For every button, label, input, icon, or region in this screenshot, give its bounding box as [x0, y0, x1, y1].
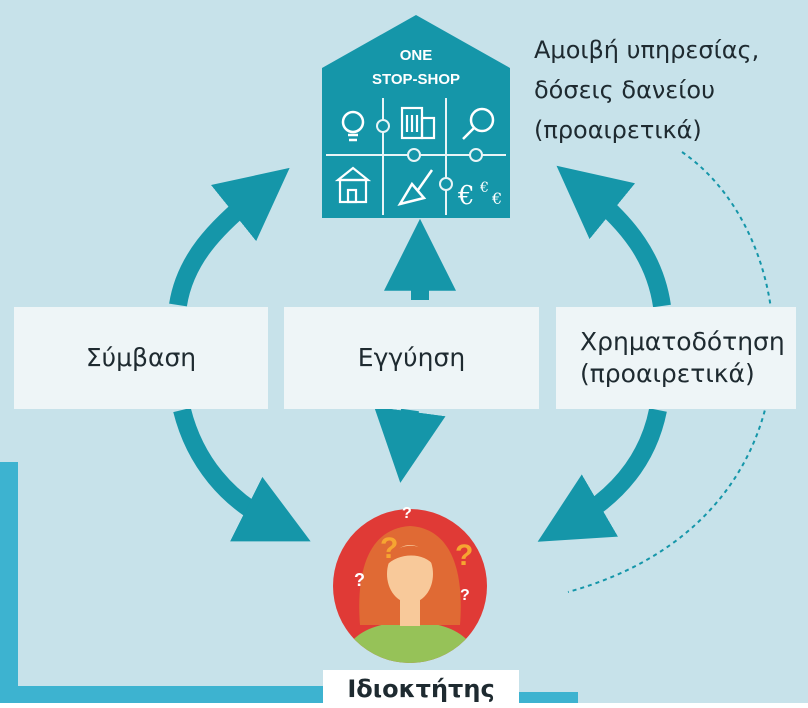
guarantee-panel: Εγγύηση: [284, 307, 539, 409]
lightbulb-icon: [341, 110, 365, 142]
svg-text:?: ?: [402, 505, 412, 522]
arrow-right-up: [556, 165, 671, 308]
financing-label-line2: (προαιρετικά): [580, 359, 755, 388]
svg-text:?: ?: [380, 532, 398, 565]
svg-text:?: ?: [455, 539, 473, 572]
euro-icon: € € €: [457, 180, 502, 211]
house-icon: [334, 166, 372, 204]
service-fee-note: Αμοιβή υπηρεσίας, δόσεις δανείου (προαιρ…: [534, 30, 804, 150]
owner-label: Ιδιοκτήτης: [323, 670, 519, 708]
office-building-icon: [400, 106, 436, 140]
house-line1: ONE: [400, 47, 433, 64]
trowel-icon: [397, 169, 434, 206]
svg-text:?: ?: [460, 587, 470, 604]
arrow-center-down: [374, 406, 446, 483]
svg-text:?: ?: [354, 570, 365, 590]
contract-panel: Σύμβαση: [14, 307, 268, 409]
financing-label-line1: Χρηματοδότηση: [580, 327, 785, 356]
service-fee-line1: Αμοιβή υπηρεσίας,: [534, 36, 760, 64]
svg-text:€: €: [479, 180, 489, 196]
house-line2: STOP-SHOP: [372, 71, 460, 88]
service-fee-line3: (προαιρετικά): [534, 116, 702, 144]
one-stop-shop-house-icon: ONE STOP-SHOP: [322, 15, 510, 218]
arrow-right-down: [537, 408, 667, 542]
left-accent-strip: [0, 462, 18, 708]
svg-text:€: €: [457, 181, 475, 211]
financing-panel: Χρηματοδότηση (προαιρετικά): [556, 307, 796, 409]
arrow-left-down: [173, 407, 311, 542]
arrows: [169, 165, 671, 542]
service-fee-line2: δόσεις δανείου: [534, 76, 715, 104]
arrow-left-up: [169, 167, 290, 307]
dashed-connector: [567, 151, 775, 593]
bottom-accent-strip: [0, 686, 330, 708]
svg-text:€: €: [491, 189, 502, 208]
magnifier-icon: [462, 107, 495, 140]
contract-label: Σύμβαση: [85, 343, 197, 372]
owner-label-text: Ιδιοκτήτης: [347, 675, 495, 703]
guarantee-label: Εγγύηση: [357, 343, 466, 372]
